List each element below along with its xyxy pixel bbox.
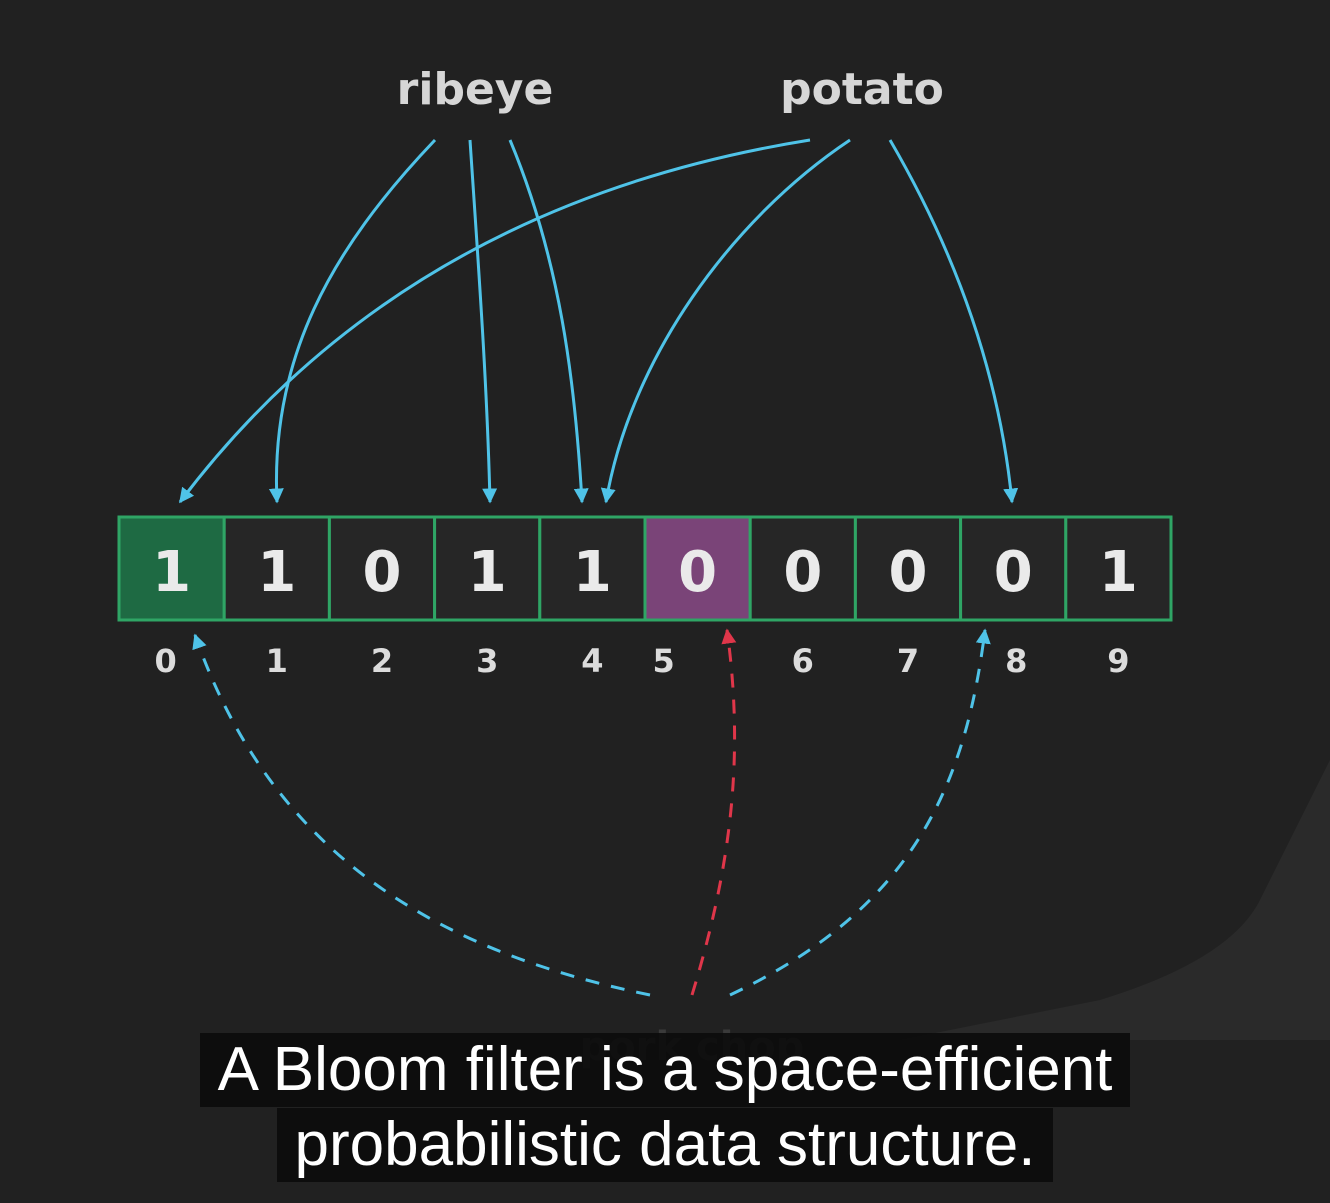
bit-value-7: 0 xyxy=(889,540,928,605)
bit-cell-0 xyxy=(117,515,226,622)
bit-value-1: 1 xyxy=(257,540,296,605)
potato-arrow-to-8 xyxy=(888,139,1019,504)
bit-value-4: 1 xyxy=(573,540,612,605)
ribeye-arrow-to-3 xyxy=(468,139,498,504)
query-arrow-to-0 xyxy=(192,633,651,997)
bit-index-2: 2 xyxy=(371,642,393,680)
bit-value-6: 0 xyxy=(783,540,822,605)
potato-arrow-to-0 xyxy=(178,138,811,504)
bit-index-8: 8 xyxy=(1005,642,1027,680)
ribeye-arrow-to-1 xyxy=(268,138,437,504)
bit-cell-6 xyxy=(748,515,857,622)
bit-cell-1 xyxy=(222,515,331,622)
bit-index-6: 6 xyxy=(792,642,814,680)
bit-index-3: 3 xyxy=(476,642,498,680)
bit-index-5: 5 xyxy=(652,642,674,680)
inserted-word-potato: potato xyxy=(780,64,944,115)
ribeye-hash-arrows xyxy=(268,138,589,504)
inserted-word-ribeye: ribeye xyxy=(397,64,554,115)
bit-cell-7 xyxy=(853,515,963,622)
bit-cell-9 xyxy=(1064,515,1173,622)
potato-hash-arrows xyxy=(178,138,1019,504)
pork-chop-query-arrows xyxy=(192,628,991,997)
potato-arrow-to-4 xyxy=(600,138,851,504)
bit-value-3: 1 xyxy=(468,540,507,605)
bit-index-7: 7 xyxy=(897,642,919,680)
subtitle-line-2: probabilistic data structure. xyxy=(276,1108,1054,1182)
bit-cell-2 xyxy=(327,515,437,622)
bit-value-9: 1 xyxy=(1099,540,1138,605)
bit-index-0: 0 xyxy=(154,642,176,680)
query-arrow-to-8 xyxy=(729,628,991,997)
ribeye-arrow-to-4 xyxy=(508,139,589,504)
query-arrow-to-5 xyxy=(690,628,737,996)
subtitle-line-2-container: probabilistic data structure. xyxy=(0,1108,1330,1182)
background-shape xyxy=(900,760,1330,1040)
bit-cell-4 xyxy=(538,515,647,622)
subtitle-line-1: A Bloom filter is a space-efficient xyxy=(199,1033,1131,1107)
bit-cell-8 xyxy=(959,515,1068,622)
bit-value-8: 0 xyxy=(994,540,1033,605)
bit-cell-5 xyxy=(643,515,752,622)
bit-index-4: 4 xyxy=(581,642,603,680)
bit-value-5: 0 xyxy=(678,540,717,605)
bit-index-1: 1 xyxy=(266,642,288,680)
bit-value-0: 1 xyxy=(152,540,191,605)
bit-value-2: 0 xyxy=(363,540,402,605)
bit-index-9: 9 xyxy=(1107,642,1129,680)
subtitle-line-1-container: A Bloom filter is a space-efficient xyxy=(0,1033,1330,1107)
